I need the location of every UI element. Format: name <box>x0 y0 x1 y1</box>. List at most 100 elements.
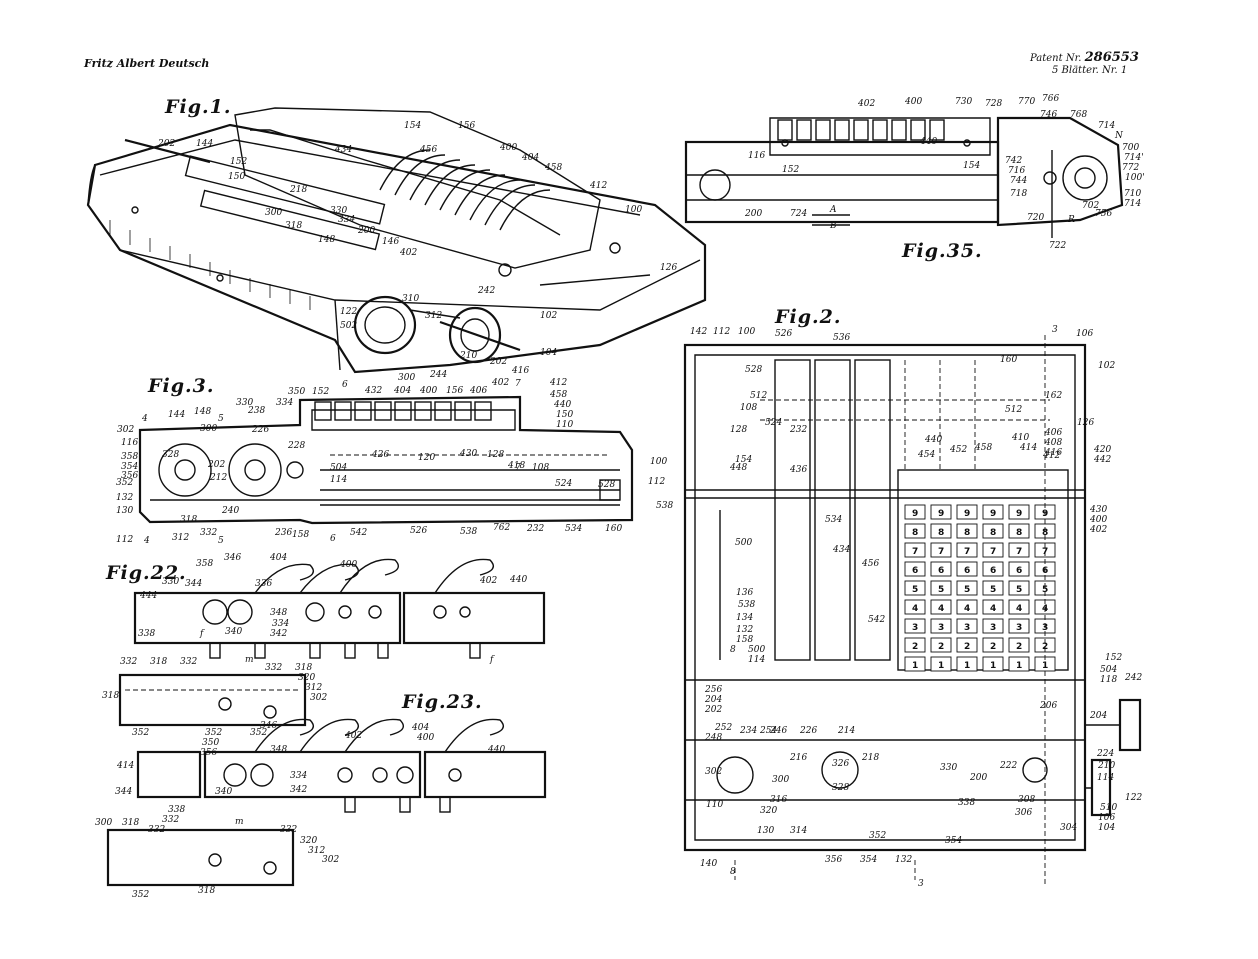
key-digit-label: 7 <box>990 547 996 557</box>
key-digit-label: 1 <box>938 661 944 671</box>
key-digit-label: 5 <box>912 585 918 595</box>
svg-text:524: 524 <box>765 418 782 428</box>
key-6 <box>1008 561 1030 577</box>
svg-text:234: 234 <box>739 726 757 736</box>
svg-text:714: 714 <box>1098 121 1115 131</box>
svg-text:352: 352 <box>869 831 886 841</box>
key-5 <box>930 580 952 596</box>
fig22-label: Fig.22. <box>106 562 187 584</box>
svg-text:512: 512 <box>750 391 767 401</box>
svg-text:340: 340 <box>215 787 232 797</box>
key-digit-label: 6 <box>1016 566 1022 576</box>
key-2 <box>904 637 926 653</box>
svg-text:318: 318 <box>102 691 119 701</box>
svg-text:312: 312 <box>305 683 322 693</box>
key-digit-label: 8 <box>1016 528 1022 538</box>
key-7 <box>904 542 926 558</box>
svg-text:700: 700 <box>1122 143 1139 153</box>
key-digit-label: 1 <box>1016 661 1022 671</box>
svg-text:7: 7 <box>515 379 521 389</box>
svg-text:118: 118 <box>1100 675 1117 685</box>
svg-text:126: 126 <box>660 263 677 273</box>
fig2-label: Fig.2. <box>775 306 842 328</box>
svg-text:252: 252 <box>714 723 732 733</box>
svg-text:766: 766 <box>1042 94 1059 104</box>
svg-text:114: 114 <box>748 655 765 665</box>
key-9 <box>930 504 952 520</box>
svg-text:348: 348 <box>270 745 287 755</box>
svg-text:330: 330 <box>330 206 347 216</box>
svg-text:112: 112 <box>713 327 730 337</box>
svg-text:152: 152 <box>782 165 799 175</box>
svg-text:318: 318 <box>180 515 197 525</box>
svg-text:304: 304 <box>1060 823 1077 833</box>
svg-text:100: 100 <box>625 205 642 215</box>
svg-text:300: 300 <box>265 208 282 218</box>
svg-text:150: 150 <box>228 172 245 182</box>
key-digit-label: 8 <box>912 528 918 538</box>
key-3 <box>956 618 978 634</box>
svg-text:770: 770 <box>1018 97 1035 107</box>
svg-text:108: 108 <box>740 403 757 413</box>
svg-text:538: 538 <box>738 600 755 610</box>
key-5 <box>956 580 978 596</box>
svg-text:232: 232 <box>789 425 807 435</box>
svg-text:106: 106 <box>1098 813 1115 823</box>
key-digit-label: 9 <box>990 509 996 519</box>
key-4 <box>930 599 952 615</box>
svg-text:332: 332 <box>148 825 165 835</box>
svg-text:336: 336 <box>255 579 272 589</box>
svg-text:400: 400 <box>339 560 357 570</box>
svg-text:6: 6 <box>342 380 348 390</box>
svg-text:126: 126 <box>1077 418 1094 428</box>
key-5 <box>982 580 1004 596</box>
svg-text:140: 140 <box>700 859 717 869</box>
svg-text:328: 328 <box>162 450 179 460</box>
svg-text:302: 302 <box>310 693 327 703</box>
svg-text:102: 102 <box>540 311 557 321</box>
svg-text:116: 116 <box>121 438 138 448</box>
svg-text:724: 724 <box>790 209 807 219</box>
svg-text:326: 326 <box>832 759 849 769</box>
svg-text:762: 762 <box>493 523 510 533</box>
svg-text:356: 356 <box>825 855 842 865</box>
svg-text:158: 158 <box>292 530 309 540</box>
svg-text:152: 152 <box>1105 653 1122 663</box>
svg-text:8: 8 <box>730 867 736 877</box>
svg-text:346: 346 <box>224 553 241 563</box>
key-digit-label: 5 <box>1016 585 1022 595</box>
svg-text:536: 536 <box>833 333 850 343</box>
svg-text:300: 300 <box>200 424 217 434</box>
svg-text:352: 352 <box>205 728 222 738</box>
svg-text:254: 254 <box>759 726 777 736</box>
svg-text:538: 538 <box>656 501 673 511</box>
fig23-label: Fig.23. <box>402 691 483 713</box>
svg-text:318: 318 <box>295 663 312 673</box>
svg-text:432: 432 <box>364 386 382 396</box>
svg-text:348: 348 <box>270 608 287 618</box>
svg-text:402: 402 <box>344 731 362 741</box>
svg-text:100': 100' <box>1125 173 1145 183</box>
key-2 <box>956 637 978 653</box>
svg-text:332: 332 <box>200 528 217 538</box>
svg-text:116: 116 <box>748 151 765 161</box>
svg-text:400: 400 <box>419 386 437 396</box>
fig35-label: Fig.35. <box>902 240 983 262</box>
svg-text:334: 334 <box>338 215 355 225</box>
svg-text:744: 744 <box>1010 176 1027 186</box>
key-6 <box>956 561 978 577</box>
svg-text:416: 416 <box>511 366 529 376</box>
svg-text:218: 218 <box>289 185 307 195</box>
svg-text:346: 346 <box>260 721 277 731</box>
key-digit-label: 3 <box>938 623 944 633</box>
svg-text:410: 410 <box>1011 433 1029 443</box>
svg-text:406: 406 <box>469 386 487 396</box>
key-7 <box>930 542 952 558</box>
svg-text:402: 402 <box>479 576 497 586</box>
inventor-name: Fritz Albert Deutsch <box>84 57 210 70</box>
svg-text:772: 772 <box>1122 163 1139 173</box>
svg-text:242: 242 <box>477 286 495 296</box>
svg-text:400: 400 <box>499 143 517 153</box>
